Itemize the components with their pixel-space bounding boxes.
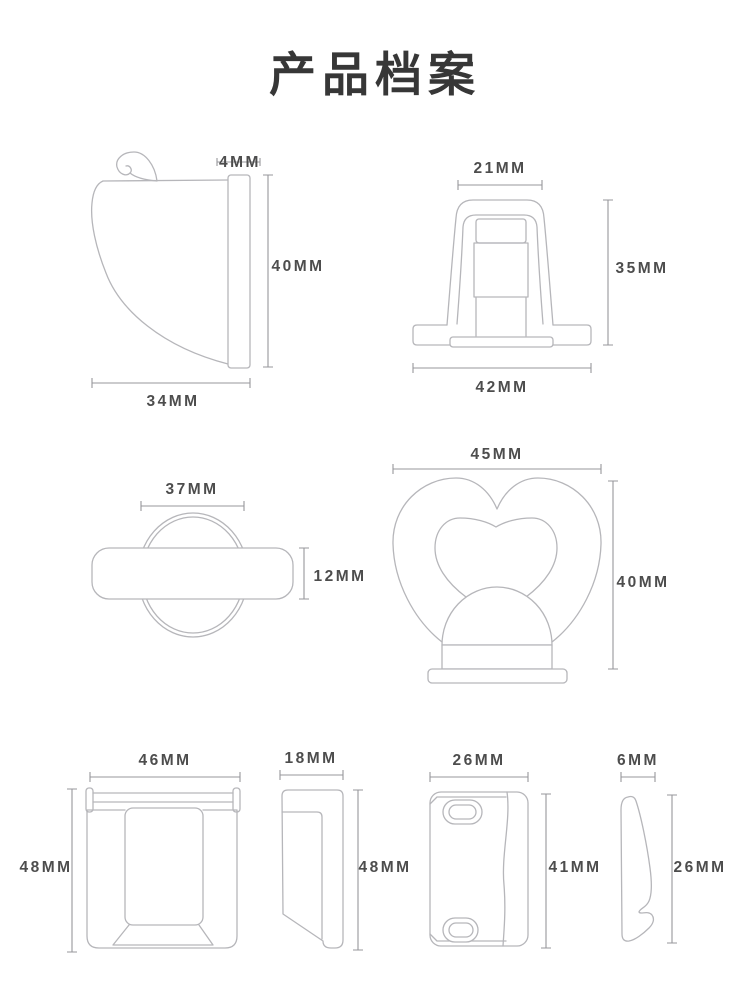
- dim-label-top: 6MM: [617, 752, 659, 769]
- dim-line-right: [608, 480, 618, 670]
- dim-label-top: 4MM: [219, 154, 261, 171]
- top-tab-left: [85, 787, 94, 813]
- drawing-hook-side-view: 4MM 40MM 34MM: [60, 140, 350, 420]
- mounting-plate-svg: 26MM 41MM: [429, 752, 599, 949]
- dim-line-bottom: [91, 378, 251, 388]
- stand-inner-outline: [456, 214, 544, 325]
- plate-notch-top: [429, 796, 507, 805]
- page-title: 产品档案: [269, 48, 481, 101]
- dim-line-right: [667, 794, 677, 944]
- dim-label-right: 41MM: [548, 859, 601, 876]
- dim-label-top: 18MM: [284, 750, 337, 767]
- hook-top-view-svg: 37MM 12MM: [91, 481, 366, 638]
- dim-line-top: [620, 772, 656, 782]
- dome: [441, 586, 553, 646]
- dim-line-top: [457, 180, 543, 190]
- dim-line-right: [299, 547, 309, 600]
- inner-trapezoid: [112, 924, 214, 946]
- stand-foot-plate: [449, 336, 554, 348]
- dim-line-top: [140, 501, 245, 511]
- hook-front-view-svg: 21MM 35MM 42MM: [412, 160, 668, 396]
- dim-label-right: 26MM: [673, 859, 726, 876]
- collar: [441, 644, 553, 670]
- hook-top-edge: [102, 179, 229, 182]
- dim-label-left: 48MM: [19, 859, 72, 876]
- dim-line-right: [541, 793, 551, 949]
- hook-body-curve: [90, 180, 229, 365]
- drawing-mounting-plate-view: 26MM 41MM: [415, 740, 599, 970]
- screw-slot-top-inner: [448, 804, 477, 820]
- wall-plate: [227, 174, 251, 369]
- profile-inner-line: [281, 811, 323, 940]
- inner-panel: [124, 807, 204, 926]
- drawing-hook-top-view: 37MM 12MM: [60, 430, 380, 690]
- dim-label-top: 46MM: [138, 752, 191, 769]
- dim-label-right: 35MM: [615, 260, 668, 277]
- cross-bar: [91, 547, 294, 600]
- heart-inner-outline: [434, 517, 558, 598]
- base-plate: [427, 668, 568, 684]
- heart-outer-outline: [392, 477, 602, 643]
- stand-inner-slot: [473, 242, 529, 337]
- dim-line-bottom: [412, 363, 592, 373]
- dim-label-top: 21MM: [473, 160, 526, 177]
- stand-outer-outline: [446, 199, 554, 326]
- dim-label-right: 12MM: [313, 568, 366, 585]
- profile-outline: [281, 789, 344, 949]
- dim-line-top: [392, 464, 602, 474]
- dim-line-top: [89, 772, 241, 782]
- screw-slot-bottom-inner: [448, 922, 474, 938]
- drawing-thin-profile-view: 6MM 26MM: [595, 740, 750, 970]
- drawing-hook-front-view: 21MM 35MM 42MM: [390, 140, 690, 410]
- stand-inner-top-rect: [475, 218, 527, 244]
- body-outline: [86, 809, 238, 949]
- drawing-heart-hook-view: 45MM 40MM: [380, 430, 700, 695]
- dim-line-right: [353, 789, 363, 951]
- dim-line-right: [603, 199, 613, 346]
- dim-label-right: 40MM: [271, 258, 324, 275]
- dim-label-bottom: 42MM: [475, 379, 528, 396]
- dim-line-top: [429, 772, 529, 782]
- dim-label-top: 37MM: [165, 481, 218, 498]
- thin-profile-svg: 6MM 26MM: [617, 752, 726, 944]
- heart-hook-svg: 45MM 40MM: [392, 446, 669, 684]
- dim-label-right: 48MM: [358, 859, 411, 876]
- square-hook-svg: 46MM 48MM: [19, 752, 241, 953]
- dim-label-right: 40MM: [616, 574, 669, 591]
- top-bar-lines: [92, 792, 234, 803]
- drawing-square-hook-view: 46MM 48MM: [19, 740, 270, 970]
- top-tab-right: [232, 787, 241, 813]
- fin-outline: [620, 795, 655, 942]
- dim-line-left: [67, 788, 77, 953]
- dim-line-right: [263, 174, 273, 368]
- plate-outline: [429, 791, 529, 947]
- dim-label-bottom: 34MM: [146, 393, 199, 410]
- drawing-hook-profile-view: 18MM 48MM: [270, 740, 415, 970]
- plate-curve-line: [502, 791, 509, 947]
- dim-line-top: [216, 158, 261, 166]
- dim-label-top: 26MM: [452, 752, 505, 769]
- dim-label-top: 45MM: [470, 446, 523, 463]
- hook-curl-tip: [116, 151, 158, 182]
- hook-side-view-svg: 4MM 40MM 34MM: [90, 151, 324, 410]
- dim-line-top: [279, 770, 344, 780]
- hook-profile-svg: 18MM 48MM: [279, 750, 411, 951]
- plate-notch-bottom: [429, 933, 507, 942]
